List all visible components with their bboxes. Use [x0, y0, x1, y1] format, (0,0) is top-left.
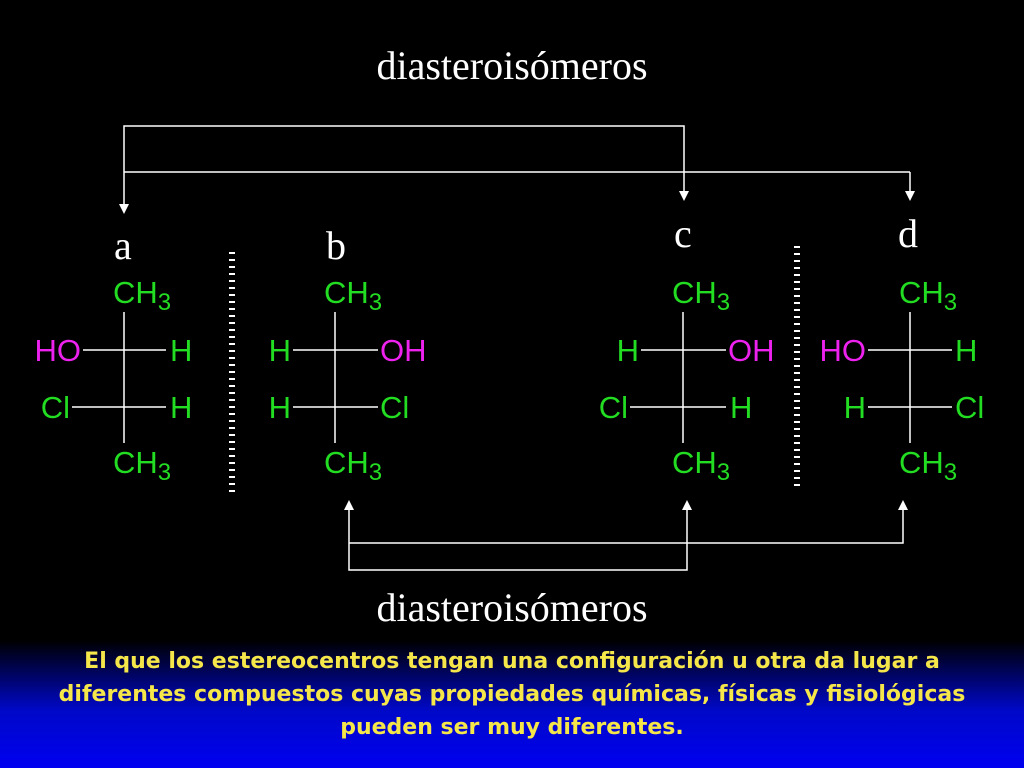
mol-b-r1-left: H	[269, 333, 291, 368]
mol-b-r1-right: OH	[380, 333, 427, 368]
mol-b-bottom: CH3	[324, 445, 382, 486]
bottom-arrowheads	[344, 500, 908, 510]
mol-b-top: CH3	[324, 275, 382, 316]
bottom-bracket-connectors	[348, 510, 904, 571]
mol-d-r2-right: Cl	[955, 390, 984, 425]
molecule-c	[630, 312, 726, 443]
subscript-digit: 3	[717, 289, 730, 316]
mol-c-r1-right: OH	[728, 333, 775, 368]
caption-text: El que los estereocentros tengan una con…	[58, 649, 966, 740]
title-bottom: diasteroisómeros	[376, 585, 648, 630]
mol-c-bottom: CH3	[672, 445, 730, 486]
mol-d-r1-left: HO	[820, 333, 867, 368]
label-d: d	[898, 211, 918, 256]
mol-a-r1-right: H	[170, 333, 192, 368]
label-b: b	[326, 223, 346, 268]
mol-a-bottom: CH3	[113, 445, 171, 486]
stereo-diagram: CH3 HO H Cl H CH3 CH3 H OH H Cl CH3	[35, 125, 984, 571]
subscript-digit: 3	[944, 459, 957, 486]
mol-b-r2-left: H	[269, 390, 291, 425]
molecule-b	[293, 312, 378, 443]
mol-d-r1-right: H	[955, 333, 977, 368]
mol-a-r2-left: Cl	[41, 390, 70, 425]
subscript-digit: 3	[717, 459, 730, 486]
label-c: c	[674, 211, 692, 256]
subscript-digit: 3	[158, 289, 171, 316]
mol-c-top: CH3	[672, 275, 730, 316]
mol-d-r2-left: H	[844, 390, 866, 425]
molecule-d	[868, 312, 952, 443]
mol-c-r2-left: Cl	[599, 390, 628, 425]
top-arrowheads	[119, 191, 915, 214]
mol-a-top: CH3	[113, 275, 171, 316]
top-bracket-connectors	[123, 125, 911, 204]
mol-c-r2-right: H	[730, 390, 752, 425]
title-top: diasteroisómeros	[376, 43, 648, 88]
mol-b-r2-right: Cl	[380, 390, 409, 425]
label-a: a	[114, 223, 132, 268]
mol-a-r1-left: HO	[35, 333, 82, 368]
subscript-digit: 3	[158, 459, 171, 486]
molecule-a	[72, 312, 166, 443]
mol-d-bottom: CH3	[899, 445, 957, 486]
mol-d-top: CH3	[899, 275, 957, 316]
subscript-digit: 3	[944, 289, 957, 316]
mol-c-r1-left: H	[617, 333, 639, 368]
caption-background	[0, 640, 1024, 768]
subscript-digit: 3	[369, 459, 382, 486]
subscript-digit: 3	[369, 289, 382, 316]
mol-a-r2-right: H	[170, 390, 192, 425]
